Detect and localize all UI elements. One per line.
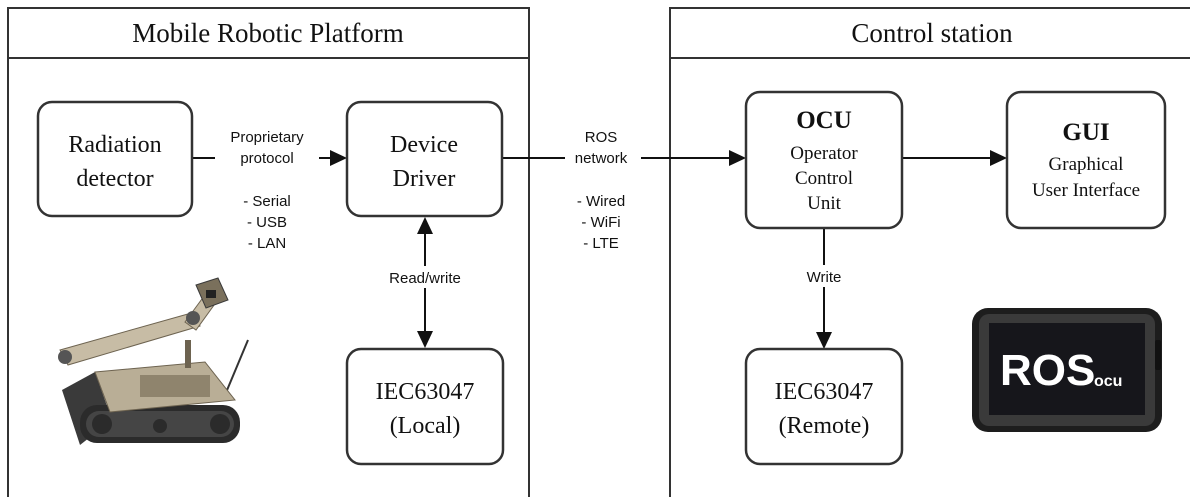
tablet-logo-sub: ocu bbox=[1094, 373, 1122, 390]
ocu-sub-line2: Control bbox=[795, 168, 853, 189]
iec-remote-box: IEC63047 (Remote) bbox=[744, 347, 904, 466]
mobile-platform-panel: Mobile Robotic Platform bbox=[7, 7, 530, 497]
gui-sub-line2: User Interface bbox=[1032, 180, 1140, 201]
iec-local-line1: IEC63047 bbox=[376, 379, 475, 405]
gui-title: GUI bbox=[1062, 119, 1109, 146]
iec-local-line2: (Local) bbox=[390, 413, 461, 439]
ocu-sub-line1: Operator bbox=[790, 143, 858, 164]
radiation-detector-box: Radiation detector bbox=[36, 100, 194, 218]
radiation-detector-line2: detector bbox=[76, 166, 153, 192]
iec-remote-line1: IEC63047 bbox=[775, 379, 874, 405]
tablet-logo-main: ROS bbox=[1000, 346, 1095, 395]
proprietary-option-lan: - LAN bbox=[248, 235, 286, 252]
control-station-panel: Control station bbox=[669, 7, 1190, 497]
proprietary-option-usb: - USB bbox=[247, 214, 287, 231]
proprietary-label-line1: Proprietary bbox=[230, 129, 304, 146]
ros-option-wifi: - WiFi bbox=[581, 214, 620, 231]
read-write-label: Read/write bbox=[389, 270, 461, 287]
ocu-gui-arrow bbox=[902, 150, 1007, 166]
ros-network-arrow: ROS network - Wired - WiFi - LTE bbox=[502, 126, 746, 252]
gui-box: GUI Graphical User Interface bbox=[1005, 90, 1167, 230]
write-label: Write bbox=[807, 269, 842, 286]
control-station-title: Control station bbox=[851, 18, 1013, 48]
device-driver-line1: Device bbox=[390, 132, 458, 158]
proprietary-option-serial: - Serial bbox=[243, 193, 291, 210]
write-arrow: Write bbox=[798, 228, 850, 349]
proprietary-label-line2: protocol bbox=[240, 150, 293, 167]
ros-network-label-line1: ROS bbox=[585, 129, 618, 146]
mobile-platform-title: Mobile Robotic Platform bbox=[132, 18, 403, 48]
gui-sub-line1: Graphical bbox=[1049, 154, 1124, 175]
ros-network-label-line2: network bbox=[575, 150, 628, 167]
device-driver-box: Device Driver bbox=[345, 100, 504, 218]
read-write-arrow: Read/write bbox=[378, 217, 472, 348]
ocu-box: OCU Operator Control Unit bbox=[744, 90, 904, 230]
ocu-title: OCU bbox=[796, 107, 852, 134]
ros-option-lte: - LTE bbox=[583, 235, 619, 252]
robot-image bbox=[58, 277, 249, 445]
ros-option-wired: - Wired bbox=[577, 193, 625, 210]
ocu-sub-line3: Unit bbox=[807, 193, 842, 214]
proprietary-protocol-arrow: Proprietary protocol - Serial - USB - LA… bbox=[192, 125, 347, 252]
iec-remote-line2: (Remote) bbox=[779, 413, 870, 439]
tablet-image: ROS ocu bbox=[972, 308, 1162, 432]
iec-local-box: IEC63047 (Local) bbox=[345, 347, 505, 466]
device-driver-line2: Driver bbox=[393, 166, 456, 192]
radiation-detector-line1: Radiation bbox=[68, 132, 161, 158]
